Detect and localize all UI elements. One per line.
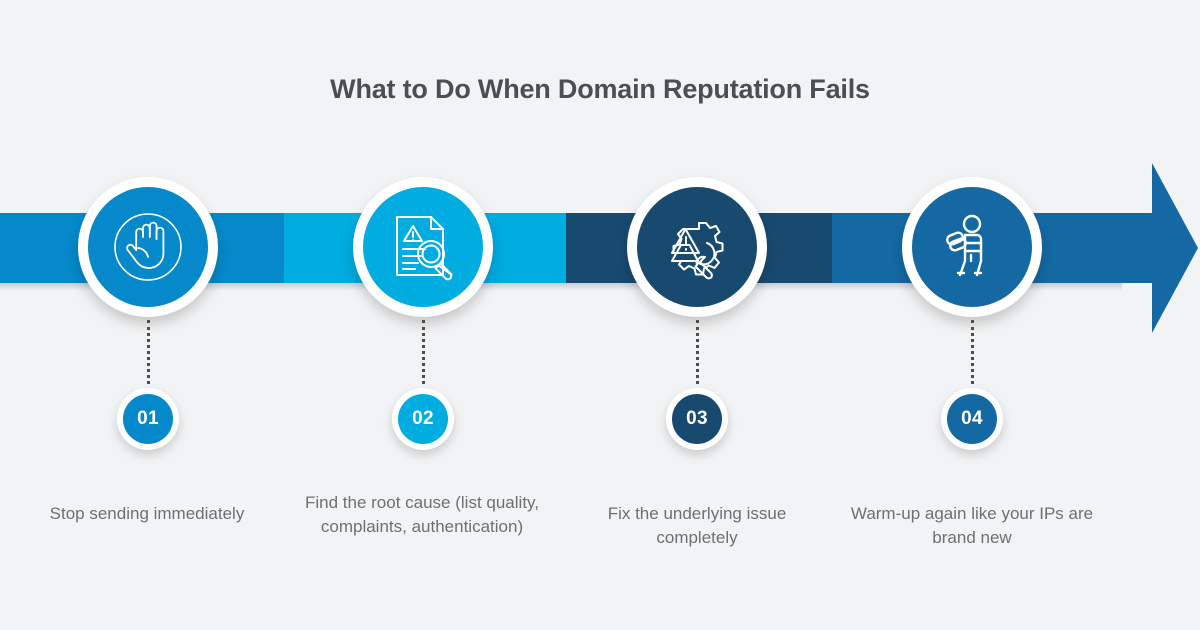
step-3-badge[interactable]: 03 — [666, 388, 728, 450]
step-1-connector — [147, 320, 150, 384]
step-2-caption: Find the root cause (list quality, compl… — [304, 493, 539, 536]
gear-warning-wrench-icon — [637, 187, 757, 307]
step-3-caption: Fix the underlying issue completely — [607, 504, 787, 547]
step-1-badge[interactable]: 01 — [117, 388, 179, 450]
step-3-number: 03 — [672, 394, 722, 444]
step-4-connector — [971, 320, 974, 384]
page-title: What to Do When Domain Reputation Fails — [330, 74, 870, 104]
step-3-connector — [696, 320, 699, 384]
step-2-number: 02 — [398, 394, 448, 444]
step-4-badge[interactable]: 04 — [941, 388, 1003, 450]
step-1-number: 01 — [123, 394, 173, 444]
stop-hand-icon — [88, 187, 208, 307]
step-1-caption: Stop sending immediately — [49, 504, 245, 523]
step-4-number: 04 — [947, 394, 997, 444]
step-2-badge[interactable]: 02 — [392, 388, 454, 450]
step-2-connector — [422, 320, 425, 384]
step-4-caption: Warm-up again like your IPs are brand ne… — [850, 504, 1094, 547]
arrow-head-icon — [1104, 163, 1198, 333]
document-warning-magnifier-icon — [363, 187, 483, 307]
person-warmup-icon — [912, 187, 1032, 307]
